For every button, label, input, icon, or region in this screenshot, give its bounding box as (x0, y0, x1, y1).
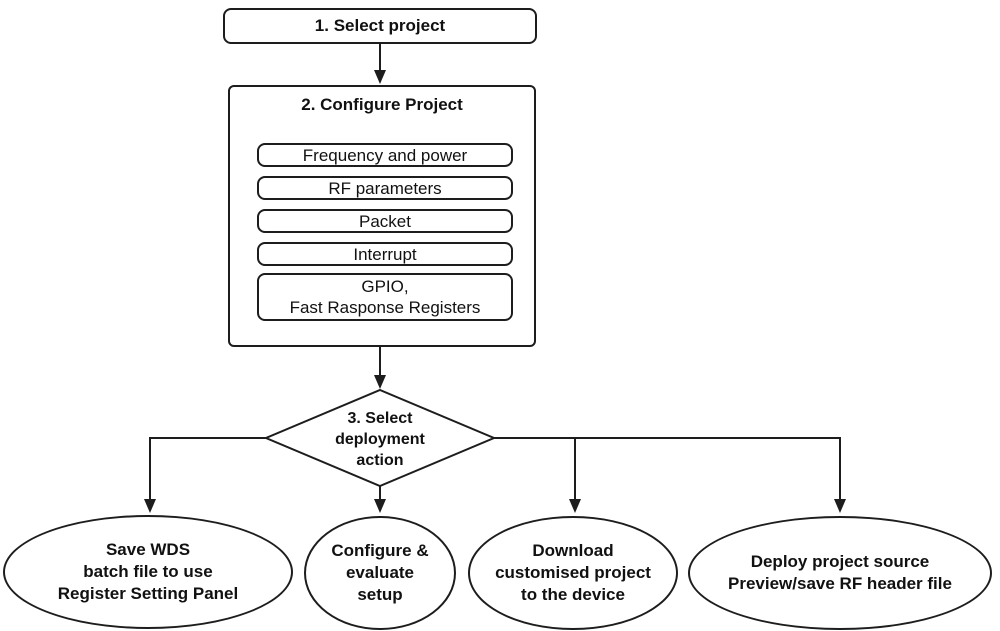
outcome-ellipse-configure-evaluate: Configure & evaluate setup (304, 516, 456, 630)
arrowhead-outcome3-icon (569, 499, 581, 513)
subitem-frequency-power: Frequency and power (257, 143, 513, 167)
connector-diamond-outcome1 (149, 437, 266, 501)
subitem-rf-parameters: RF parameters (257, 176, 513, 200)
connector-diamond-outcome4 (494, 437, 841, 501)
subitem-interrupt: Interrupt (257, 242, 513, 266)
step2-box: 2. Configure Project Frequency and power… (228, 85, 536, 347)
step2-title: 2. Configure Project (301, 95, 463, 114)
outcome-ellipse-save-wds-batch: Save WDS batch file to use Register Sett… (3, 515, 293, 629)
outcome-ellipse-download-project: Download customised project to the devic… (468, 516, 678, 630)
arrowhead-step2-icon (374, 70, 386, 84)
arrowhead-outcome2-icon (374, 499, 386, 513)
subitem-gpio-fast-response: GPIO, Fast Rasponse Registers (257, 273, 513, 321)
arrowhead-diamond-icon (374, 375, 386, 389)
decision-diamond-label: 3. Select deployment action (335, 409, 425, 469)
step1-label: 1. Select project (314, 16, 446, 35)
arrowhead-outcome4-icon (834, 499, 846, 513)
subitem-packet: Packet (257, 209, 513, 233)
outcome-ellipse-deploy-source: Deploy project source Preview/save RF he… (688, 516, 992, 630)
arrowhead-outcome1-icon (144, 499, 156, 513)
step1-box: 1. Select project (223, 8, 537, 44)
